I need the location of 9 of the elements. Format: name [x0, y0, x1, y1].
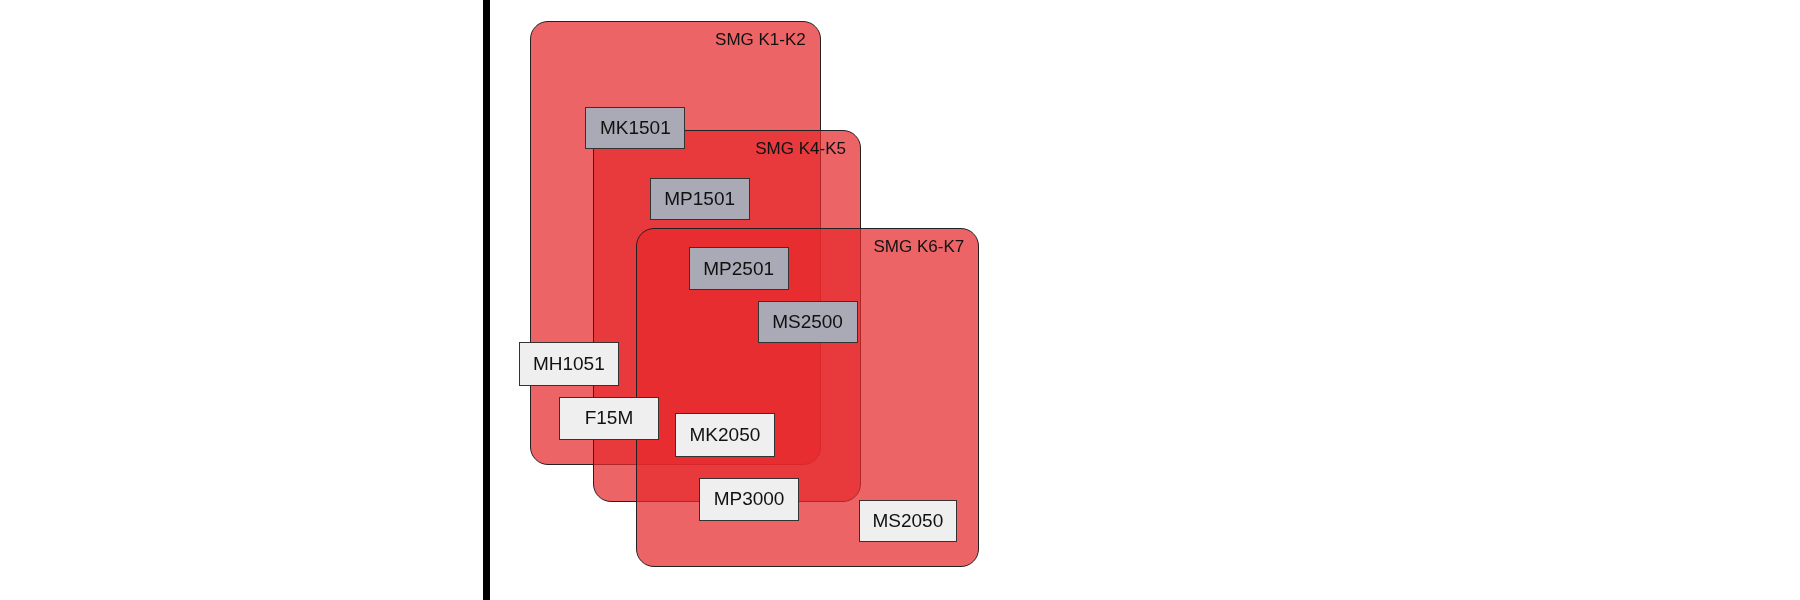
model-tag: MH1051 — [518, 342, 619, 386]
model-tag: MS2050 — [858, 500, 958, 542]
group-title: SMG K4-K5 — [755, 138, 846, 159]
model-tag: MK2050 — [675, 413, 775, 457]
group-title: SMG K6-K7 — [873, 237, 965, 258]
group-title: SMG K1-K2 — [715, 29, 806, 50]
model-tag: MS2500 — [757, 300, 858, 344]
model-tag: MP2501 — [688, 246, 789, 291]
model-tag: MP1501 — [649, 177, 750, 221]
